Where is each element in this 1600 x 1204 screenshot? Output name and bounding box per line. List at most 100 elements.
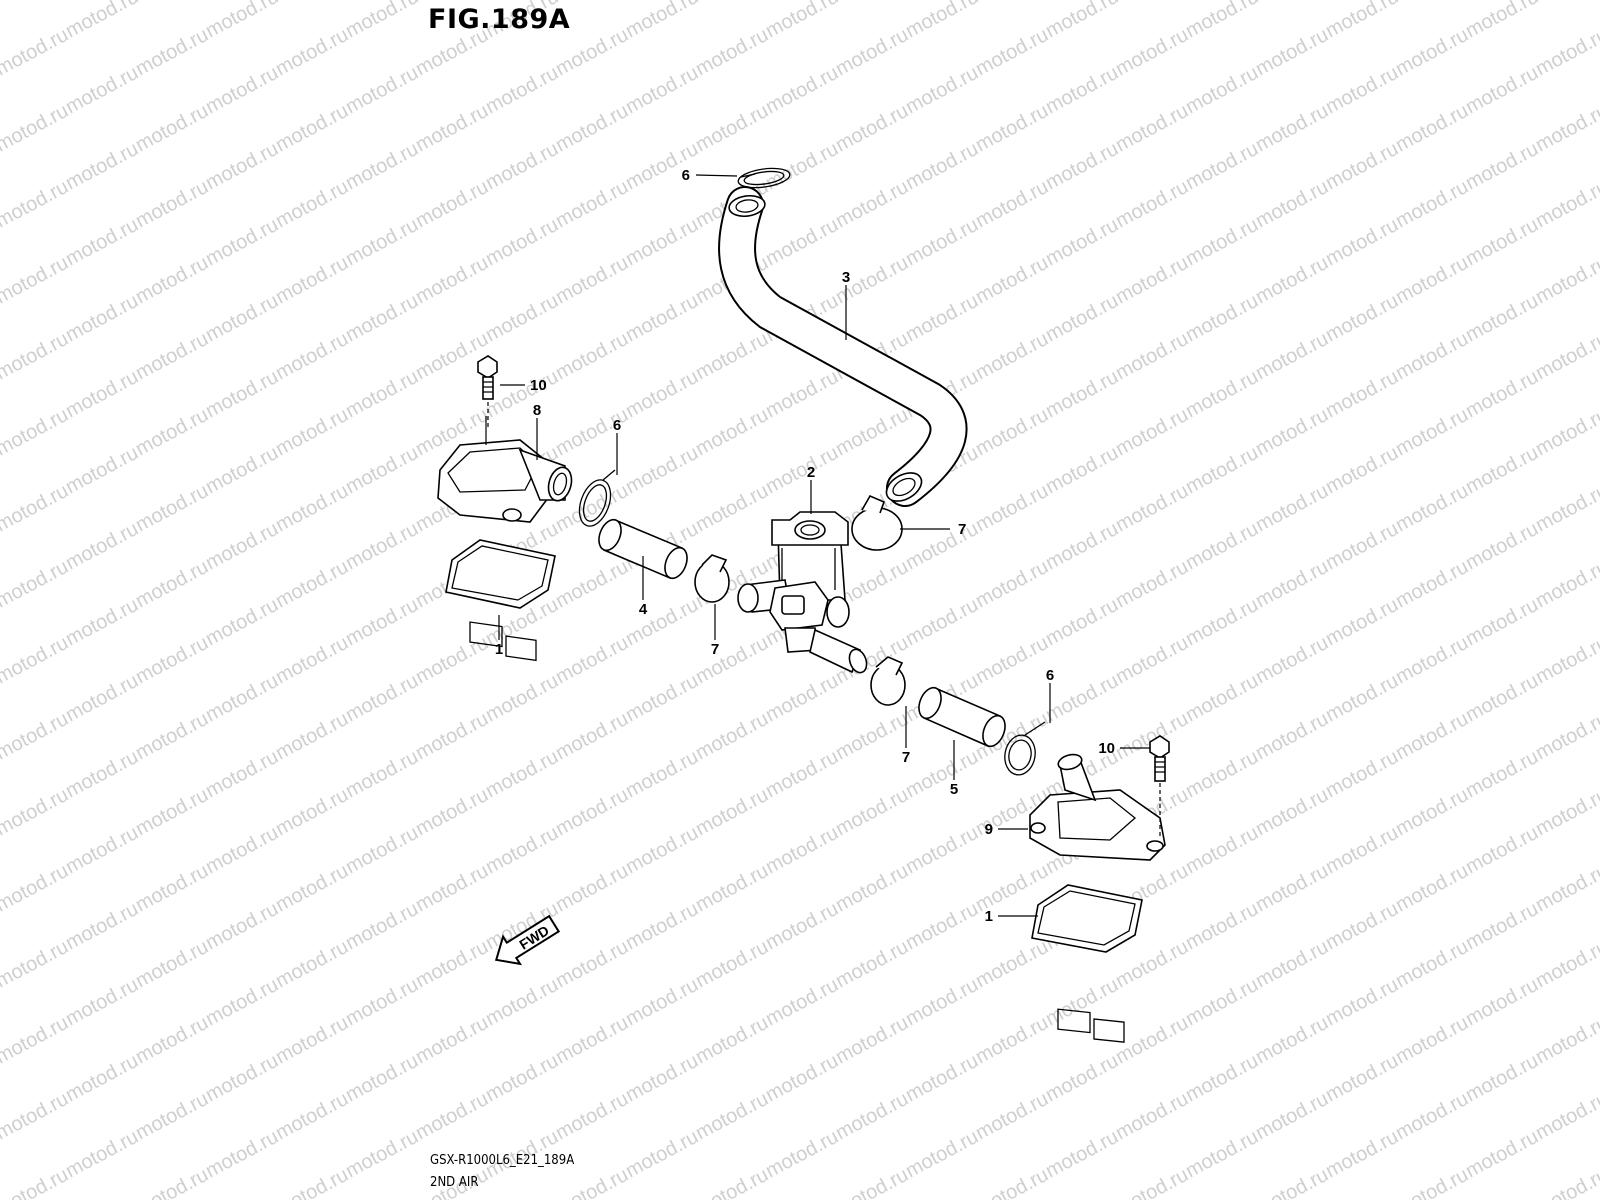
watermark-text: motod.ru <box>762 214 842 270</box>
hose-3 <box>718 186 968 507</box>
control-valve-2 <box>737 511 868 674</box>
watermark-text: motod.ru <box>622 290 702 346</box>
watermark-text: motod.ru <box>1252 632 1332 688</box>
watermark-text: motod.ru <box>832 1088 912 1144</box>
watermark-text: motod.ru <box>342 214 422 270</box>
watermark-text: motod.ru <box>1392 1012 1472 1068</box>
watermark-text: motod.ru <box>622 138 702 194</box>
watermark-text: motod.ru <box>1462 442 1542 498</box>
watermark-text: motod.ru <box>552 1012 632 1068</box>
watermark-text: motod.ru <box>1182 898 1262 954</box>
watermark-text: motod.ru <box>1322 442 1402 498</box>
watermark-text: motod.ru <box>272 100 352 156</box>
watermark-text: motod.ru <box>132 328 212 384</box>
watermark-text: motod.ru <box>132 860 212 916</box>
watermark-text: motod.ru <box>1182 62 1262 118</box>
clip-6-top <box>737 167 791 189</box>
watermark-text: motod.ru <box>1462 898 1542 954</box>
watermark-text: motod.ru <box>272 632 352 688</box>
watermark-text: motod.ru <box>552 328 632 384</box>
watermark-text: motod.ru <box>972 404 1052 460</box>
watermark-text: motod.ru <box>1182 974 1262 1030</box>
watermark-text: motod.ru <box>62 214 142 270</box>
watermark-text: motod.ru <box>132 784 212 840</box>
watermark-text: motod.ru <box>692 0 772 4</box>
watermark-text: motod.ru <box>1112 936 1192 992</box>
watermark-text: motod.ru <box>692 24 772 80</box>
watermark-text: motod.ru <box>202 366 282 422</box>
watermark-text: motod.ru <box>342 290 422 346</box>
watermark-text: motod.ru <box>552 860 632 916</box>
watermark-text: motod.ru <box>1532 632 1600 688</box>
watermark-text: motod.ru <box>272 936 352 992</box>
watermark-text: motod.ru <box>1322 974 1402 1030</box>
watermark-text: motod.ru <box>552 1088 632 1144</box>
watermark-text: motod.ru <box>1112 556 1192 612</box>
watermark-text: motod.ru <box>62 822 142 878</box>
watermark-text: motod.ru <box>342 746 422 802</box>
watermark-text: motod.ru <box>1322 746 1402 802</box>
bolt-10-right <box>1149 735 1170 836</box>
watermark-text: motod.ru <box>902 974 982 1030</box>
watermark-text: motod.ru <box>1392 784 1472 840</box>
watermark-text: motod.ru <box>1462 138 1542 194</box>
watermark-text: motod.ru <box>132 556 212 612</box>
watermark-text: motod.ru <box>202 594 282 650</box>
watermark-text: motod.ru <box>1042 594 1122 650</box>
watermark-text: motod.ru <box>132 480 212 536</box>
watermark-text: motod.ru <box>1532 936 1600 992</box>
watermark-text: motod.ru <box>0 1088 72 1144</box>
watermark-text: motod.ru <box>972 100 1052 156</box>
watermark-text: motod.ru <box>692 480 772 536</box>
watermark-text: motod.ru <box>1322 670 1402 726</box>
watermark-text: motod.ru <box>1532 1088 1600 1144</box>
callout-2: 2 <box>807 464 815 481</box>
watermark-text: motod.ru <box>202 746 282 802</box>
watermark-text: motod.ru <box>972 480 1052 536</box>
watermark-text: motod.ru <box>622 0 702 42</box>
watermark-text: motod.ru <box>342 974 422 1030</box>
watermark-text: motod.ru <box>1252 24 1332 80</box>
watermark-text: motod.ru <box>132 24 212 80</box>
watermark-text: motod.ru <box>692 100 772 156</box>
watermark-text: motod.ru <box>1392 1088 1472 1144</box>
watermark-text: motod.ru <box>1322 898 1402 954</box>
watermark-text: motod.ru <box>762 746 842 802</box>
watermark-text: motod.ru <box>1252 1088 1332 1144</box>
watermark-text: motod.ru <box>1462 214 1542 270</box>
watermark-text: motod.ru <box>0 100 72 156</box>
watermark-text: motod.ru <box>1532 0 1600 4</box>
watermark-text: motod.ru <box>622 214 702 270</box>
clamp-7-mid <box>694 554 730 603</box>
watermark-text: motod.ru <box>972 252 1052 308</box>
watermark-text: motod.ru <box>692 1088 772 1144</box>
watermark-text: motod.ru <box>0 328 72 384</box>
watermark-text: motod.ru <box>272 176 352 232</box>
watermark-text: motod.ru <box>1322 594 1402 650</box>
watermark-text: motod.ru <box>0 176 72 232</box>
watermark-text: motod.ru <box>622 442 702 498</box>
watermark-text: motod.ru <box>202 0 282 42</box>
watermark-text: motod.ru <box>1392 936 1472 992</box>
watermark-text: motod.ru <box>272 556 352 612</box>
watermark-text: motod.ru <box>1182 1126 1262 1182</box>
watermark-text: motod.ru <box>902 290 982 346</box>
watermark-text: motod.ru <box>1112 480 1192 536</box>
watermark-text: motod.ru <box>1392 252 1472 308</box>
watermark-text: motod.ru <box>1112 0 1192 4</box>
watermark-text: motod.ru <box>622 898 702 954</box>
watermark-text: motod.ru <box>1392 556 1472 612</box>
watermark-text: motod.ru <box>902 1126 982 1182</box>
watermark-text: motod.ru <box>1252 404 1332 460</box>
callout-4: 4 <box>639 601 648 618</box>
watermark-text: motod.ru <box>1392 24 1472 80</box>
watermark-text: motod.ru <box>902 0 982 42</box>
watermark-text: motod.ru <box>622 366 702 422</box>
watermark-text: motod.ru <box>1322 518 1402 574</box>
watermark-text: motod.ru <box>1112 1088 1192 1144</box>
watermark-text: motod.ru <box>692 1164 772 1200</box>
watermark-text: motod.ru <box>132 252 212 308</box>
watermark-text: motod.ru <box>832 860 912 916</box>
watermark-text: motod.ru <box>0 480 72 536</box>
watermark-text: motod.ru <box>972 0 1052 4</box>
